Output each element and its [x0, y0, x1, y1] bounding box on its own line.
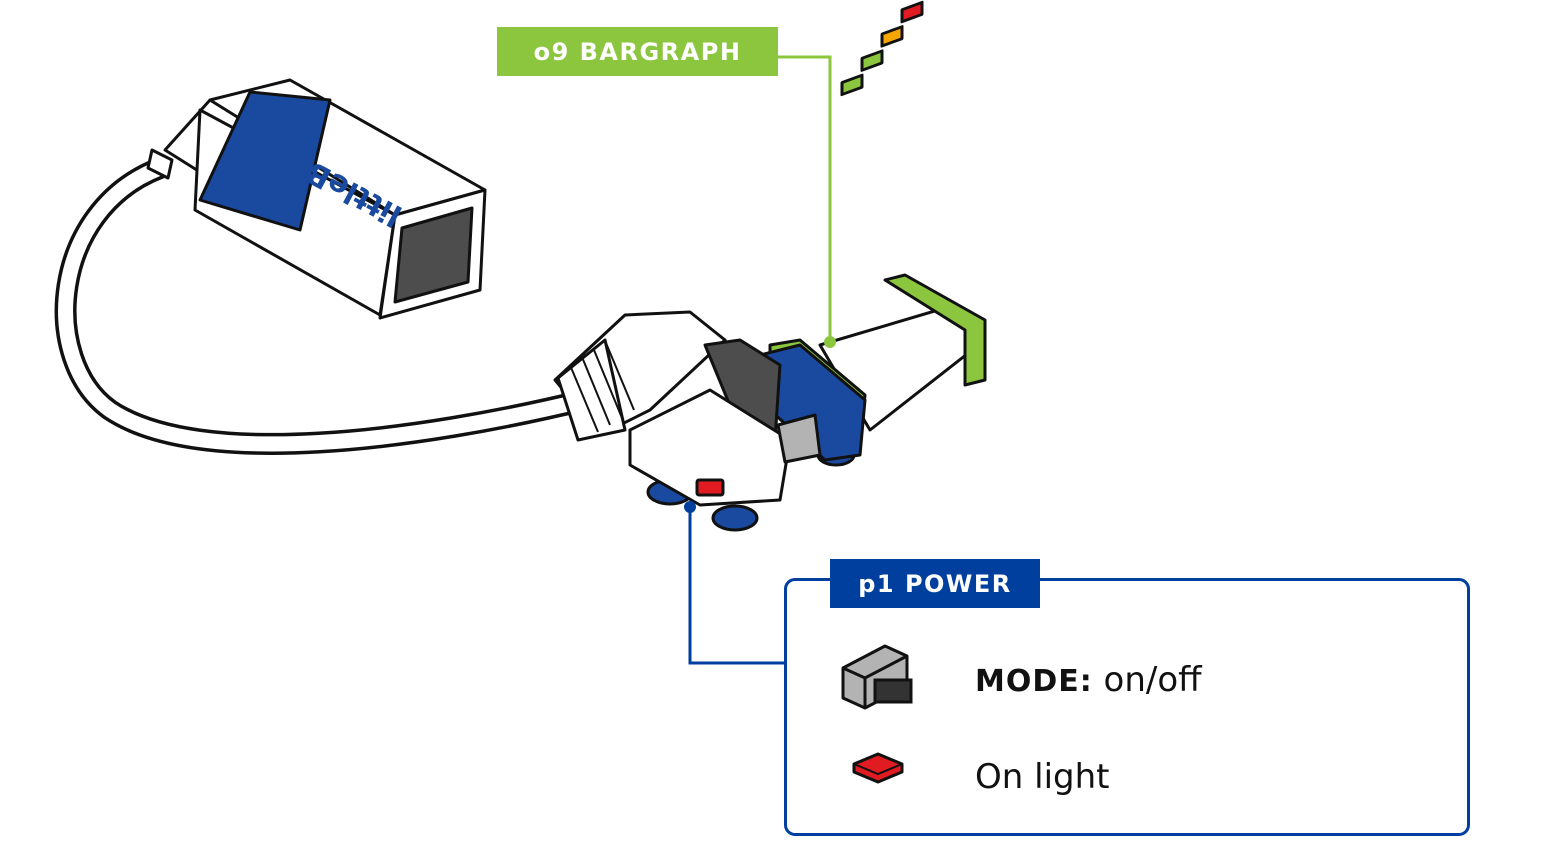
- on-light-legend-text: On light: [975, 757, 1110, 797]
- p1-leader-dot: [684, 501, 696, 513]
- bargraph-led-green-1: [860, 49, 884, 72]
- o9-leader-dot: [824, 336, 836, 348]
- power-module: [628, 338, 867, 532]
- power-label: p1 POWER: [830, 559, 1040, 608]
- on-light-icon: [852, 752, 904, 784]
- barrel-plug: [553, 310, 727, 442]
- o9-leader-line: [778, 55, 832, 342]
- mode-value: on/off: [1092, 660, 1202, 700]
- battery: [146, 78, 487, 320]
- mode-legend-text: MODE: on/off: [975, 660, 1202, 700]
- bargraph-led-green-2: [840, 73, 864, 97]
- p1-leader-line: [688, 507, 784, 665]
- power-on-led: [695, 478, 725, 497]
- bargraph-led-orange: [880, 25, 904, 48]
- bargraph-label: o9 BARGRAPH: [497, 27, 778, 76]
- switch-icon: [841, 644, 913, 710]
- bargraph-led-red: [900, 0, 924, 24]
- battery-cable: [54, 157, 596, 455]
- power-legend-box: [784, 578, 1470, 836]
- mode-key: MODE:: [975, 664, 1093, 699]
